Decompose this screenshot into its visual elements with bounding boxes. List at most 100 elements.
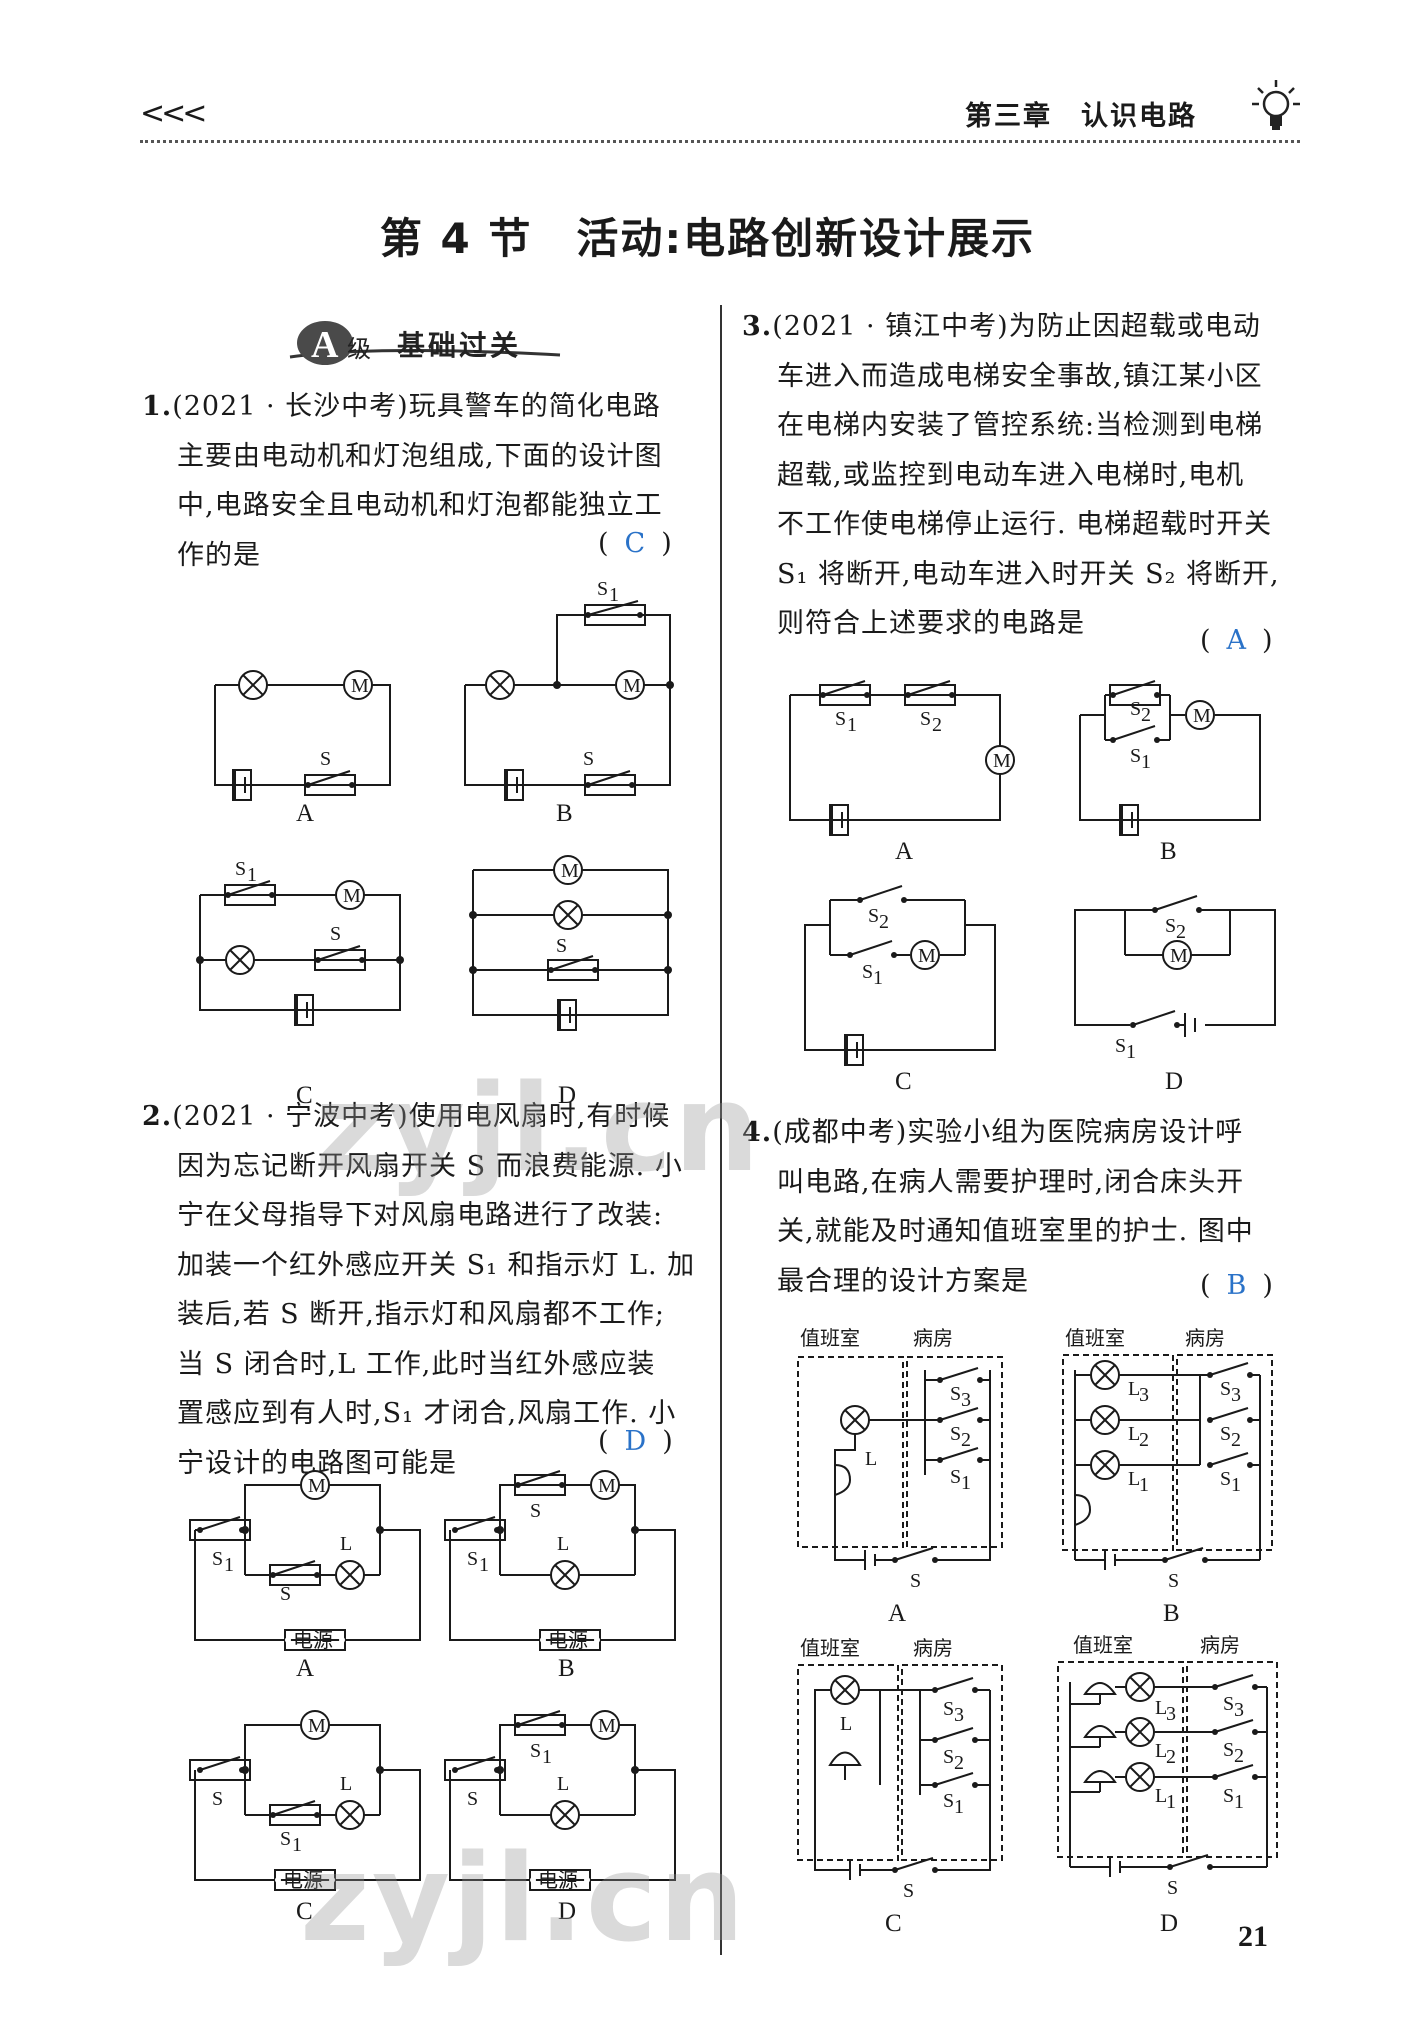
svg-text:M: M bbox=[918, 945, 936, 967]
option-label: D bbox=[1160, 1910, 1179, 1937]
svg-text:S: S bbox=[1223, 1739, 1234, 1761]
question-text: 置感应到有人时,S₁ 才闭合,风扇工作. 小 bbox=[177, 1398, 677, 1429]
svg-text:L: L bbox=[1128, 1423, 1140, 1445]
svg-text:L: L bbox=[340, 1773, 352, 1795]
question-text: 叫电路,在病人需要护理时,闭合床头开 bbox=[777, 1166, 1245, 1198]
svg-text:L: L bbox=[1155, 1785, 1167, 1807]
svg-text:1: 1 bbox=[1139, 1474, 1149, 1496]
question-text: 当 S 闭合时,L 工作,此时当红外感应装 bbox=[177, 1348, 656, 1380]
svg-text:S: S bbox=[1130, 698, 1141, 720]
svg-text:S: S bbox=[1167, 1877, 1178, 1899]
svg-text:S: S bbox=[1223, 1785, 1234, 1807]
question-text: 最合理的设计方案是 bbox=[777, 1265, 1029, 1297]
svg-text:S: S bbox=[597, 578, 608, 600]
watermark: zyjl.cn bbox=[315, 1060, 762, 1199]
svg-text:病房: 病房 bbox=[1185, 1327, 1225, 1350]
svg-text:电源: 电源 bbox=[538, 1869, 578, 1892]
svg-text:S: S bbox=[280, 1828, 291, 1850]
section-title: 第 4 节 活动:电路创新设计展示 bbox=[379, 214, 1036, 263]
svg-text:1: 1 bbox=[479, 1554, 489, 1576]
answer-bracket: (B) bbox=[1200, 1270, 1273, 1301]
question-text: 关,就能及时通知值班室里的护士. 图中 bbox=[777, 1216, 1254, 1247]
svg-text:L: L bbox=[865, 1448, 877, 1470]
svg-text:S: S bbox=[862, 961, 873, 983]
svg-text:S: S bbox=[943, 1746, 954, 1768]
svg-text:1: 1 bbox=[961, 1472, 971, 1494]
svg-text:S: S bbox=[903, 1880, 914, 1902]
svg-text:值班室: 值班室 bbox=[800, 1637, 860, 1660]
page-number: 21 bbox=[1238, 1920, 1268, 1953]
option-label: A bbox=[296, 800, 315, 827]
svg-text:S: S bbox=[943, 1790, 954, 1812]
svg-text:S: S bbox=[530, 1500, 541, 1522]
question-1: 1.(2021 · 长沙中考)玩具警车的简化电路 主要由电动机和灯泡组成,下面的… bbox=[142, 382, 702, 580]
svg-text:M: M bbox=[308, 1475, 326, 1497]
svg-text:值班室: 值班室 bbox=[1073, 1634, 1133, 1657]
svg-text:S: S bbox=[280, 1583, 291, 1605]
svg-text:电源: 电源 bbox=[548, 1629, 588, 1652]
question-text: 超载,或监控到电动车进入电梯时,电机 bbox=[777, 459, 1245, 491]
svg-text:基础过关: 基础过关 bbox=[397, 329, 521, 362]
svg-text:S: S bbox=[835, 708, 846, 730]
option-label: D bbox=[1165, 1068, 1184, 1095]
svg-text:1: 1 bbox=[1231, 1474, 1241, 1496]
svg-text:S: S bbox=[235, 858, 246, 880]
svg-text:2: 2 bbox=[1176, 921, 1186, 943]
svg-text:M: M bbox=[993, 750, 1011, 772]
option-label: D bbox=[558, 1082, 577, 1109]
question-text: (成都中考)实验小组为医院病房设计呼 bbox=[772, 1117, 1244, 1148]
level-badge: A 级 基础过关 bbox=[289, 321, 561, 366]
answer-value: A bbox=[1226, 625, 1247, 656]
svg-text:S: S bbox=[950, 1423, 961, 1445]
svg-text:2: 2 bbox=[961, 1429, 971, 1451]
question-text: 因为忘记断开风扇开关 S 而浪费能源. 小 bbox=[177, 1150, 683, 1182]
svg-text:2: 2 bbox=[932, 714, 942, 736]
question-text: (2021 · 镇江中考)为防止因超载或电动 bbox=[772, 311, 1261, 342]
svg-text:S: S bbox=[1220, 1468, 1231, 1490]
svg-text:L: L bbox=[1128, 1378, 1140, 1400]
svg-text:S: S bbox=[1220, 1423, 1231, 1445]
svg-text:值班室: 值班室 bbox=[1065, 1327, 1125, 1350]
svg-text:A: A bbox=[311, 324, 339, 366]
svg-text:S: S bbox=[1165, 915, 1176, 937]
svg-text:1: 1 bbox=[1141, 751, 1151, 773]
svg-text:病房: 病房 bbox=[913, 1637, 953, 1660]
svg-text:1: 1 bbox=[1234, 1791, 1244, 1813]
question-text: 装后,若 S 断开,指示灯和风扇都不工作; bbox=[177, 1299, 665, 1330]
svg-text:S: S bbox=[1115, 1035, 1126, 1057]
question-text: 车进入而造成电梯安全事故,镇江某小区 bbox=[777, 360, 1263, 392]
svg-text:L: L bbox=[840, 1713, 852, 1735]
question-text: 作的是 bbox=[177, 539, 261, 571]
svg-text:级: 级 bbox=[347, 335, 371, 363]
svg-text:2: 2 bbox=[1166, 1746, 1176, 1768]
option-label: A bbox=[895, 838, 914, 865]
question-text: 中,电路安全且电动机和灯泡都能独立工 bbox=[177, 490, 663, 521]
question-4: 4.(成都中考)实验小组为医院病房设计呼 叫电路,在病人需要护理时,闭合床头开 … bbox=[742, 1108, 1302, 1306]
answer-bracket: (C) bbox=[598, 528, 672, 559]
svg-text:L: L bbox=[1155, 1697, 1167, 1719]
option-label: C bbox=[296, 1898, 313, 1925]
svg-text:S: S bbox=[950, 1466, 961, 1488]
svg-text:M: M bbox=[561, 860, 579, 882]
svg-text:S: S bbox=[467, 1548, 478, 1570]
question-text: 宁在父母指导下对风扇电路进行了改装: bbox=[177, 1200, 664, 1231]
question-number: 3. bbox=[742, 311, 773, 342]
svg-text:值班室: 值班室 bbox=[800, 1327, 860, 1350]
svg-text:1: 1 bbox=[609, 584, 619, 606]
svg-text:2: 2 bbox=[1139, 1429, 1149, 1451]
svg-text:1: 1 bbox=[542, 1746, 552, 1768]
watermark: zyjl.cn bbox=[300, 1830, 747, 1969]
option-label: B bbox=[558, 1655, 575, 1682]
option-label: B bbox=[556, 800, 573, 827]
svg-text:1: 1 bbox=[847, 714, 857, 736]
svg-text:1: 1 bbox=[247, 864, 257, 886]
question-text: 加装一个红外感应开关 S₁ 和指示灯 L. 加 bbox=[177, 1249, 696, 1281]
option-label: B bbox=[1160, 838, 1177, 865]
